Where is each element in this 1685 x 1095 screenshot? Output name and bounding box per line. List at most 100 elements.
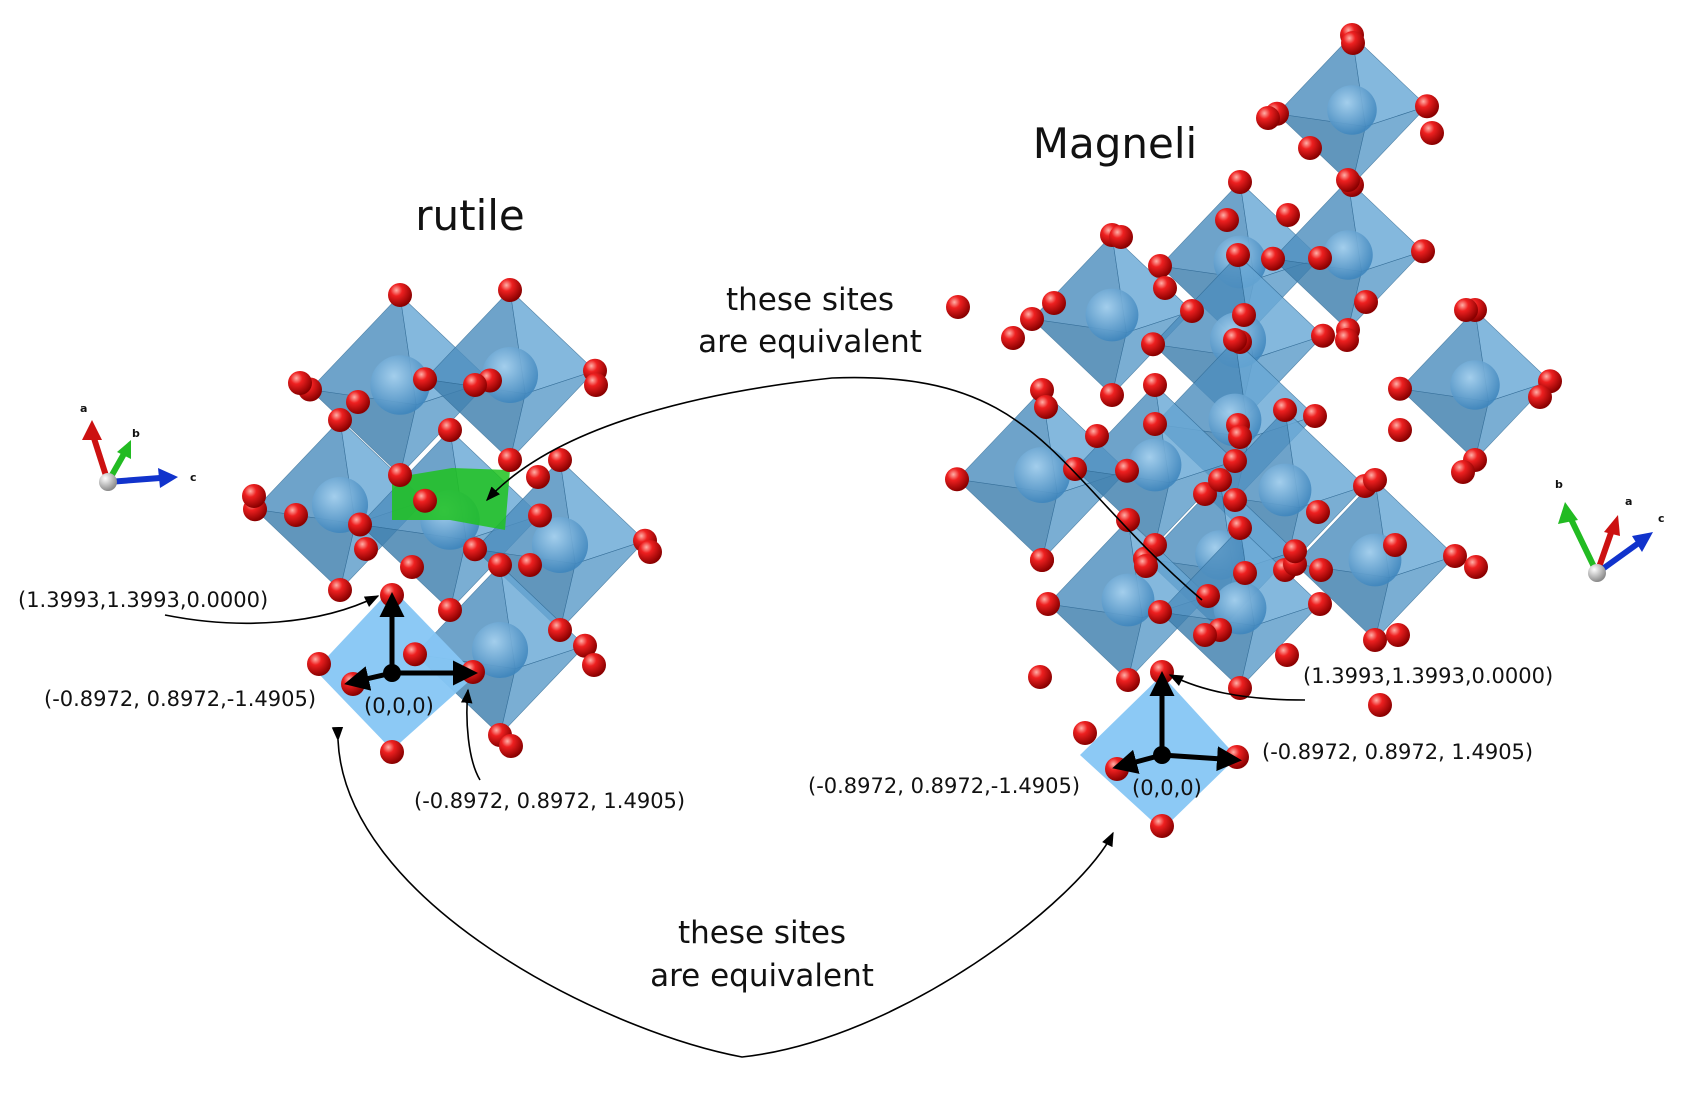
oxygen-atom: [488, 553, 512, 577]
oxygen-atom: [400, 555, 424, 579]
magneli-coord-right: (-0.8972, 0.8972, 1.4905): [1262, 740, 1533, 764]
oxygen-atom: [1354, 290, 1378, 314]
oxygen-atom: [1283, 539, 1307, 564]
oxygen-atom: [1368, 693, 1392, 717]
oxygen-atom: [1308, 246, 1332, 270]
oxygen-atom: [499, 734, 523, 758]
oxygen-atom: [1208, 468, 1232, 492]
oxygen-atom: [1335, 328, 1359, 352]
oxygen-atom: [1100, 383, 1124, 407]
oxygen-atom: [1228, 170, 1252, 194]
oxygen-atom: [1085, 424, 1109, 448]
magneli-octahedron: [1272, 179, 1424, 332]
rutile-coord-right: (-0.8972, 0.8972, 1.4905): [414, 789, 685, 813]
rutile-axis-c-label: c: [190, 471, 197, 484]
top-note-line2: are equivalent: [698, 324, 922, 360]
oxygen-atom: [1273, 398, 1297, 422]
oxygen-atom: [1451, 460, 1475, 484]
magneli-axis-a-label: a: [1625, 495, 1632, 508]
oxygen-atom: [1454, 298, 1478, 322]
oxygen-atom: [1143, 373, 1167, 397]
oxygen-atom: [1388, 376, 1412, 401]
oxygen-atom: [1115, 458, 1139, 483]
oxygen-atom: [328, 408, 352, 432]
magneli-title: Magneli: [1033, 119, 1197, 168]
oxygen-atom: [1105, 757, 1129, 781]
rutile-highlight-face: [392, 468, 510, 530]
oxygen-atom: [498, 278, 522, 302]
oxygen-atom: [1261, 246, 1285, 271]
oxygen-atom: [328, 578, 352, 602]
bottom-note-line2: are equivalent: [650, 958, 874, 994]
oxygen-atom: [1336, 168, 1360, 192]
oxygen-atom: [388, 463, 412, 487]
oxygen-atom: [1153, 276, 1177, 300]
oxygen-atom: [1306, 500, 1330, 524]
rutile-coord-origin: (0,0,0): [364, 694, 434, 718]
oxygen-atom: [582, 653, 606, 677]
connectors: [164, 376, 1306, 1058]
oxygen-atom: [1028, 665, 1052, 689]
oxygen-atom: [346, 390, 370, 414]
oxygen-atom: [1383, 533, 1407, 557]
oxygen-atom: [573, 633, 597, 658]
oxygen-atom: [1223, 449, 1247, 473]
oxygen-atom: [1411, 239, 1435, 264]
oxygen-atom: [548, 618, 572, 642]
magneli-axis-c-label: c: [1658, 512, 1665, 525]
oxygen-atom: [1223, 328, 1247, 352]
oxygen-atom: [1232, 303, 1256, 327]
magneli-origin-dot: [1153, 746, 1171, 764]
oxygen-atom: [380, 740, 404, 764]
oxygen-atom: [307, 652, 331, 676]
rutile-title: rutile: [415, 191, 525, 240]
oxygen-atom: [1030, 548, 1054, 572]
rutile-coord-up: (1.3993,1.3993,0.0000): [18, 588, 268, 612]
rutile-axis-b-label: b: [132, 427, 140, 440]
oxygen-atom: [1464, 555, 1488, 579]
oxygen-atom: [1150, 814, 1174, 838]
oxygen-atom: [1388, 418, 1412, 442]
oxygen-atom: [242, 484, 266, 508]
magneli-structure: [945, 23, 1562, 838]
oxygen-atom: [1148, 600, 1172, 624]
bottom-note-line1: these sites: [678, 915, 846, 951]
magneli-axis-indicator: b a c: [1555, 478, 1665, 582]
oxygen-atom: [945, 467, 969, 492]
oxygen-atom: [1443, 544, 1467, 568]
oxygen-atom: [413, 367, 437, 392]
oxygen-atom: [1063, 457, 1087, 481]
oxygen-atom: [518, 553, 542, 577]
oxygen-atom: [548, 448, 572, 472]
rutile-origin-dot: [383, 664, 401, 682]
oxygen-atom: [1276, 203, 1300, 227]
oxygen-atom: [1196, 584, 1220, 608]
top-note-line1: these sites: [726, 282, 894, 318]
oxygen-atom: [1215, 208, 1239, 232]
oxygen-atom: [1228, 425, 1252, 449]
oxygen-atom: [1042, 291, 1066, 315]
oxygen-atom: [1034, 395, 1058, 419]
oxygen-atom: [1275, 643, 1299, 667]
oxygen-atom: [1311, 323, 1335, 348]
oxygen-atom: [1298, 136, 1322, 160]
oxygen-atom: [1134, 554, 1158, 578]
oxygen-atom: [1386, 623, 1410, 647]
oxygen-atom: [1309, 558, 1333, 582]
oxygen-atom: [1141, 332, 1165, 357]
oxygen-atom: [284, 503, 308, 527]
oxygen-atom: [1193, 482, 1217, 506]
magneli-coord-left: (-0.8972, 0.8972,-1.4905): [808, 774, 1080, 798]
rutile-coord-up-pointer: [164, 595, 380, 624]
oxygen-atom: [348, 512, 372, 537]
oxygen-atom: [1303, 404, 1327, 428]
oxygen-atom: [1256, 106, 1280, 130]
magneli-octahedron: [956, 389, 1128, 562]
rutile-axis-indicator: a b c: [80, 402, 197, 491]
oxygen-atom: [413, 488, 437, 513]
oxygen-atom: [1228, 516, 1252, 540]
oxygen-atom: [1109, 225, 1133, 249]
rutile-coord-right-pointer: [460, 688, 481, 781]
oxygen-atom: [1363, 628, 1387, 652]
